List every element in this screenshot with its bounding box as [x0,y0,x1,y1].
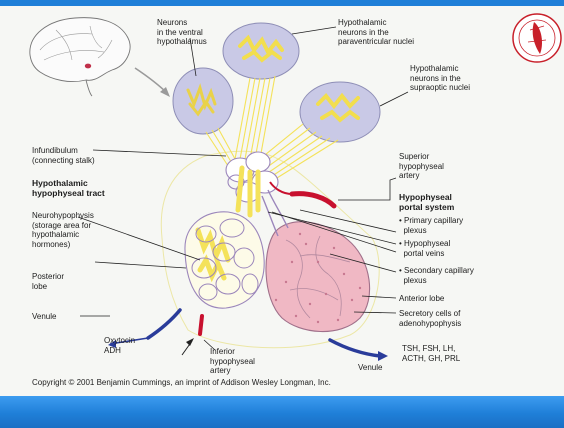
venule-left [146,308,182,340]
bottom-bar [0,396,564,428]
label-secondary-capillary: • Secondary capillary plexus [399,266,474,285]
leader-lines [77,26,409,351]
copyright-notice: Copyright © 2001 Benjamin Cummings, an i… [32,378,331,387]
label-portal-veins: • Hypophyseal portal veins [399,239,451,258]
label-secretory-cells: Secretory cells of adenohypophysis [399,309,462,328]
nucleus-ventral [172,67,234,135]
hypothalamus-outline [160,150,380,349]
label-superior-artery: Superior hypophyseal artery [399,152,444,180]
label-neurons-ventral: Neurons in the ventral hypothalamus [157,18,207,46]
label-neurohypophysis: Neurohypophysis (storage area for hypoth… [32,211,94,249]
inferior-artery [198,314,204,336]
label-anterior-lobe: Anterior lobe [399,294,445,303]
label-inferior-artery: Inferior hypophyseal artery [210,347,255,375]
anterior-pituitary [265,221,371,333]
label-anterior-hormones: TSH, FSH, LH, ACTH, GH, PRL [402,344,461,363]
nucleus-supraoptic [299,81,381,143]
label-primary-capillary: • Primary capillary plexus [399,216,464,235]
superior-artery [289,191,337,209]
label-hypothalamic-tract: Hypothalamic hypophyseal tract [32,178,105,198]
label-posterior-lobe: Posterior lobe [32,272,65,291]
label-supraoptic: Hypothalamic neurons in the supraoptic n… [410,64,471,92]
nucleus-paraventricular [222,22,300,80]
posterior-pituitary [184,211,265,309]
stalk-yellow [235,165,261,218]
label-oxytocin-adh: Oxytocin ADH [104,336,136,355]
label-paraventricular: Hypothalamic neurons in the paraventricu… [338,18,415,46]
label-portal-system: Hypophyseal portal system [399,192,455,212]
label-venule-left: Venule [32,312,57,321]
top-bar [0,0,564,6]
label-infundibulum: Infundibulum (connecting stalk) [32,146,95,165]
brain-thumbnail [29,17,131,97]
label-venule-right: Venule [358,363,383,372]
venule-right [328,338,382,358]
portal-veins [261,189,289,237]
society-seal [512,13,562,63]
